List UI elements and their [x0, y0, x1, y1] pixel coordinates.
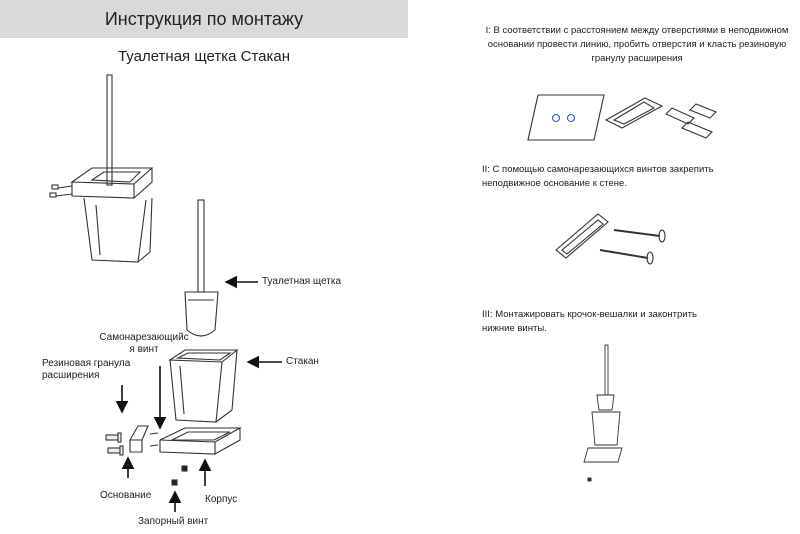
- label-brush: Туалетная щетка: [262, 276, 341, 287]
- step3-drawing: [583, 344, 623, 482]
- label-screw-line1: Самонарезающийс: [99, 332, 189, 343]
- label-screw-line2: я винт: [129, 344, 159, 355]
- glass-drawing: [168, 349, 239, 423]
- label-rubber-anchor: Резиновая гранула расширения: [42, 358, 130, 382]
- assembled-holder-drawing: [49, 74, 154, 263]
- step2-drawing: [555, 213, 666, 265]
- label-glass: Стакан: [286, 356, 319, 367]
- step-2-line1: II: С помощью самонарезающихся винтов за…: [482, 164, 714, 175]
- label-self-tapping-screw: Самонарезающийс я винт: [94, 332, 194, 356]
- label-anchor-line2: расширения: [42, 370, 100, 381]
- wall-base-drawing: [105, 425, 159, 456]
- label-base: Основание: [100, 490, 152, 501]
- label-lock-screw: Запорный винт: [138, 516, 209, 527]
- step-2-text: II: С помощью самонарезающихся винтов за…: [482, 163, 714, 191]
- step-1-line3: гранулу расширения: [591, 53, 683, 64]
- header-bar: [0, 0, 408, 38]
- step-1-line1: I: В соответствии с расстоянием между от…: [485, 25, 789, 36]
- step-3-line1: III: Монтажировать крочок-вешалки и зако…: [482, 309, 697, 320]
- step-1-line2: основании провести линию, пробить отверс…: [487, 39, 787, 50]
- step1-drawing: [527, 94, 717, 141]
- label-body: Корпус: [205, 494, 238, 505]
- brush-drawing: [184, 199, 219, 337]
- step-1-text: I: В соответствии с расстоянием между от…: [482, 24, 792, 66]
- page-title: Инструкция по монтажу: [104, 9, 304, 29]
- step-3-line2: нижние винты.: [482, 323, 547, 334]
- body-drawing: [159, 427, 243, 486]
- callout-arrows: [115, 275, 282, 512]
- step-2-line2: неподвижное основание к стене.: [482, 178, 627, 189]
- label-anchor-line1: Резиновая гранула: [42, 358, 131, 369]
- product-title: Туалетная щетка Стакан: [117, 48, 291, 65]
- step-3-text: III: Монтажировать крочок-вешалки и зако…: [482, 308, 697, 336]
